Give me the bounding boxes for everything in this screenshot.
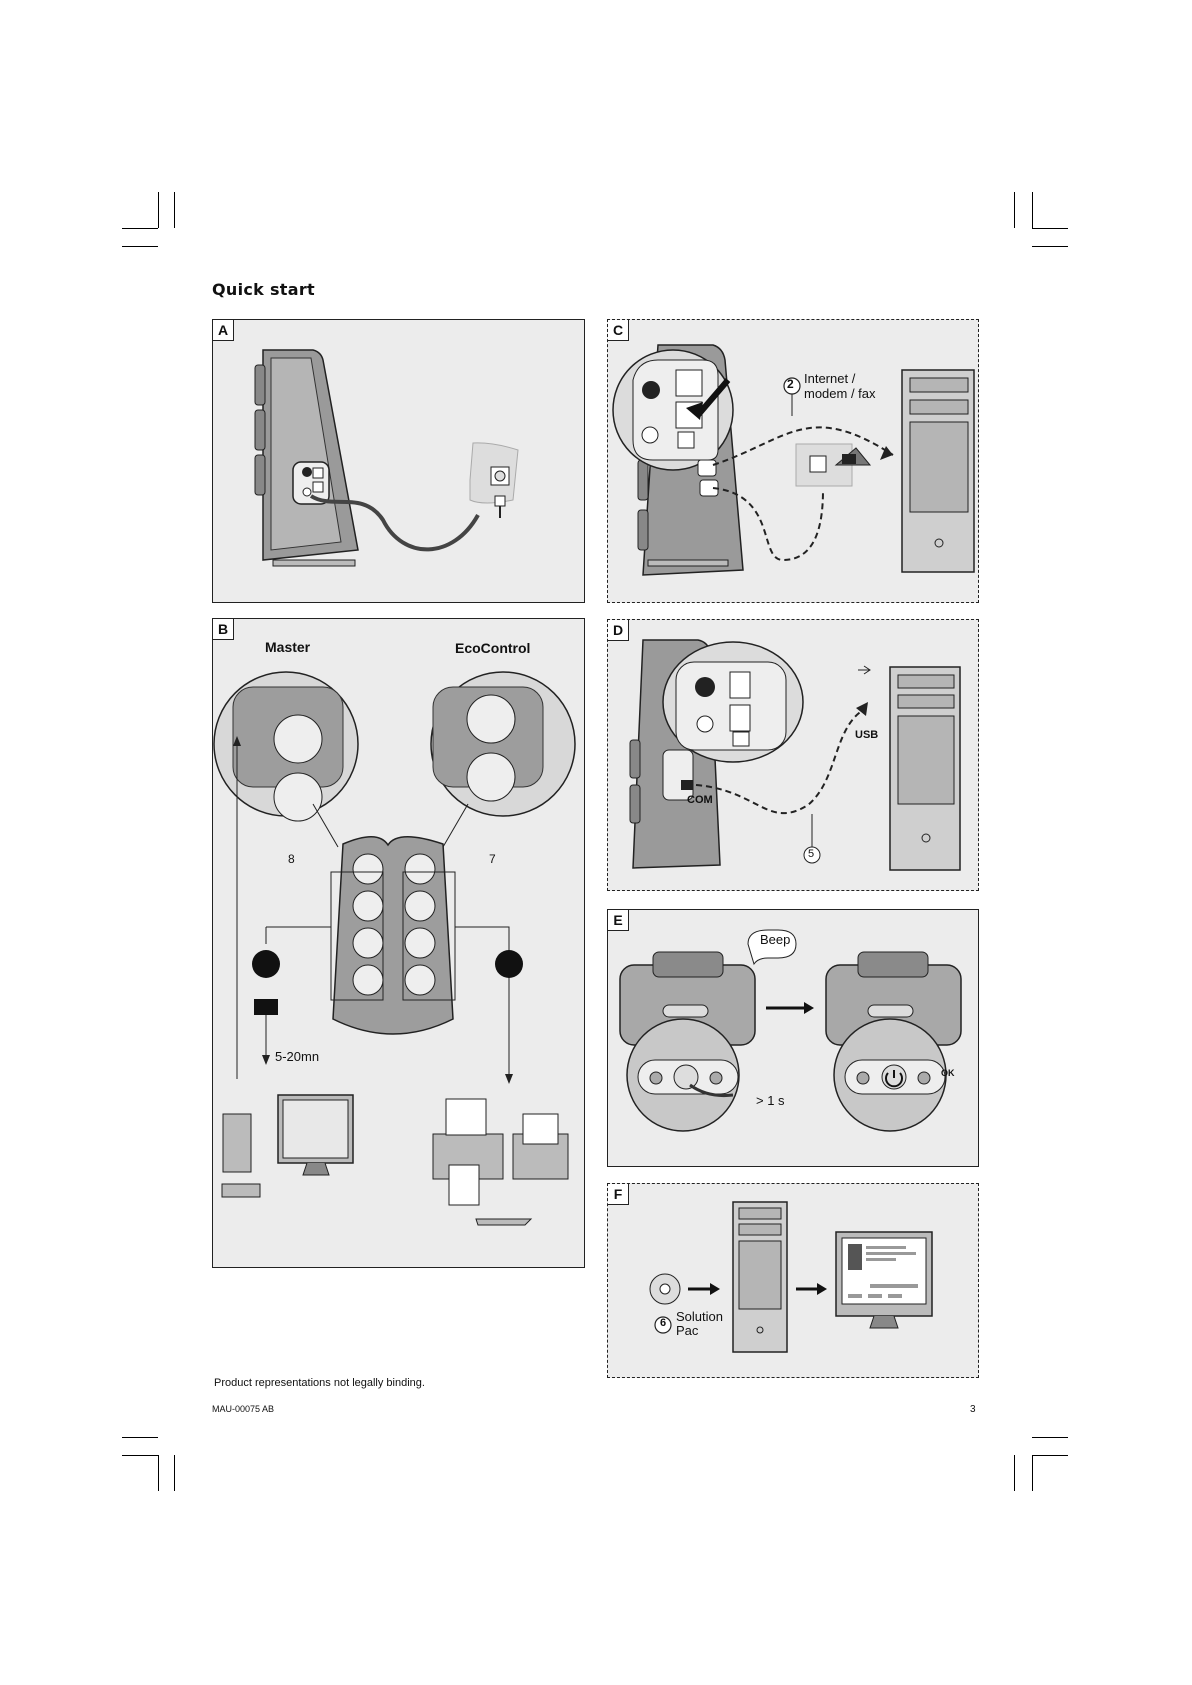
master-label: Master [265,639,310,655]
panel-e: E Beep > 1 s OK [607,909,979,1167]
panel-b: B Master EcoControl 8 7 5-20mn [212,618,585,1268]
crop-mark [1032,1455,1033,1491]
panel-a: A [212,319,585,603]
com-label: COM [687,794,713,806]
crop-mark [174,192,175,228]
callout-6: 6 [660,1317,666,1329]
crop-mark [174,1455,175,1491]
callout-8: 8 [288,852,295,866]
panel-label-d: D [608,620,629,641]
panel-label-b: B [213,619,234,640]
power-on-illustration [608,910,978,1166]
panel-label-e: E [608,910,629,931]
crop-mark [1014,192,1015,228]
crop-mark [122,246,158,247]
duration-label: > 1 s [756,1093,785,1108]
panel-label-c: C [608,320,629,341]
software-install-illustration [608,1184,978,1377]
panel-c: C 2 Internet / modem / fax [607,319,979,603]
crop-mark [1032,1455,1068,1456]
solution-pac-line1: Solution [676,1309,723,1324]
ecocontrol-label: EcoControl [455,640,530,656]
crop-mark [158,192,159,228]
internet-label-line1: Internet / [804,371,855,386]
page-title: Quick start [212,280,315,299]
solution-pac-line2: Pac [676,1323,698,1338]
beep-label: Beep [760,932,790,947]
ups-internet-connection-illustration [608,320,978,602]
crop-mark [122,228,158,229]
panel-label-f: F [608,1184,629,1205]
legal-note: Product representations not legally bind… [214,1377,425,1389]
crop-mark [1032,246,1068,247]
callout-2: 2 [787,377,794,391]
panel-f: F 6 Solution Pac [607,1183,979,1378]
document-code: MAU-00075 AB [212,1404,274,1414]
ups-usb-connection-illustration [608,620,978,890]
crop-mark [122,1455,158,1456]
crop-mark [158,1455,159,1491]
outlet-layout-illustration [213,619,584,1267]
internet-label-line2: modem / fax [804,386,876,401]
ups-wall-connection-illustration [213,320,584,602]
crop-mark [1032,1437,1068,1438]
callout-7: 7 [489,852,496,866]
ok-label: OK [941,1068,955,1078]
crop-mark [1032,192,1033,228]
usb-label: USB [855,729,878,741]
callout-5: 5 [808,848,814,860]
timer-label: 5-20mn [275,1049,319,1064]
page-number: 3 [970,1404,976,1415]
panel-label-a: A [213,320,234,341]
crop-mark [122,1437,158,1438]
panel-d: D USB COM 5 [607,619,979,891]
crop-mark [1014,1455,1015,1491]
crop-mark [1032,228,1068,229]
